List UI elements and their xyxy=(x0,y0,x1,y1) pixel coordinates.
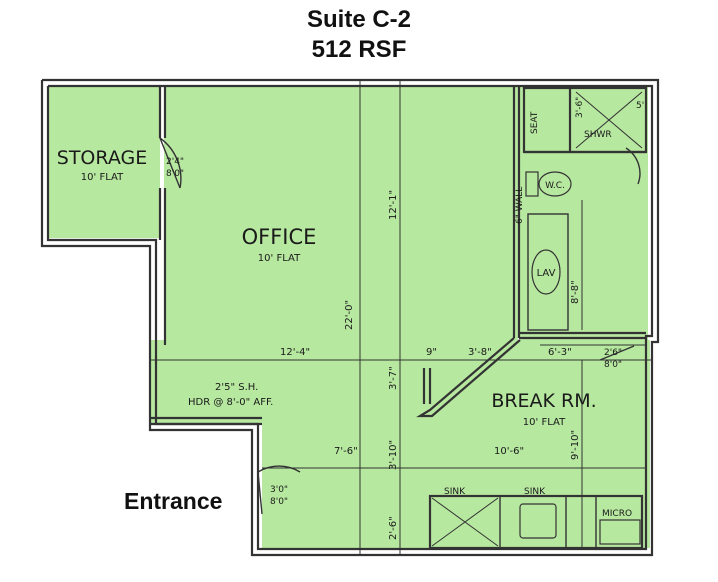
entrance-label: Entrance xyxy=(124,488,223,514)
dim-office-depth: 22'-0" xyxy=(344,300,355,330)
dim-mid-c: 2'-6" xyxy=(388,516,399,540)
lav-label: LAV xyxy=(537,268,556,279)
office-ceiling: 10' FLAT xyxy=(258,253,301,264)
dim-entry-width: 7'-6" xyxy=(334,446,358,457)
seat-label: SEAT xyxy=(530,111,540,134)
entry-door-size-top: 3'0" xyxy=(270,485,288,495)
sink-label-1: SINK xyxy=(444,487,466,497)
dim-corridor-small: 9" xyxy=(426,347,437,358)
dim-shower-width: 5' xyxy=(636,101,644,111)
header-note-1: 2'5" S.H. xyxy=(215,382,258,393)
dim-bath-depth: 8'-8" xyxy=(570,280,581,304)
dim-shower-depth: 3'-6" xyxy=(575,97,585,118)
dim-office-upper: 12'-1" xyxy=(388,190,399,220)
micro-label: MICRO xyxy=(602,509,632,519)
dim-corridor-a: 3'-8" xyxy=(468,347,492,358)
header-note-2: HDR @ 8'-0" AFF. xyxy=(188,397,273,408)
storage-door-size-top: 2'4" xyxy=(166,157,184,167)
plan-area: 512 RSF xyxy=(311,36,407,63)
plan-title: Suite C-2 xyxy=(306,6,411,33)
storage-label: STORAGE xyxy=(57,147,147,169)
sink-label-2: SINK xyxy=(524,487,546,497)
storage-ceiling: 10' FLAT xyxy=(81,172,124,183)
dim-mid-b: 3'-10" xyxy=(388,440,399,470)
entry-door-size-bottom: 8'0" xyxy=(270,497,288,507)
break-room-ceiling: 10' FLAT xyxy=(523,417,566,428)
floor-area xyxy=(48,86,650,548)
walls xyxy=(40,78,660,557)
dimension-lines xyxy=(150,80,652,555)
dim-mid-a: 3'-7" xyxy=(388,366,399,390)
break-door-size-bottom: 8'0" xyxy=(604,360,622,370)
door-swings xyxy=(159,137,641,515)
break-door-size-top: 2'6" xyxy=(604,348,622,358)
dim-office-width: 12'-4" xyxy=(280,347,310,358)
storage-door-size-bottom: 8'0" xyxy=(166,169,184,179)
wall-note: 6" WALL xyxy=(515,187,525,224)
dim-corridor-b: 6'-3" xyxy=(548,347,572,358)
break-room-label: BREAK RM. xyxy=(491,390,596,412)
wc-label: W.C. xyxy=(545,181,565,191)
shower-label: SHWR xyxy=(584,130,612,140)
dim-break-width: 10'-6" xyxy=(494,446,524,457)
office-label: OFFICE xyxy=(242,225,317,249)
dim-break-depth: 9'-10" xyxy=(570,430,581,460)
